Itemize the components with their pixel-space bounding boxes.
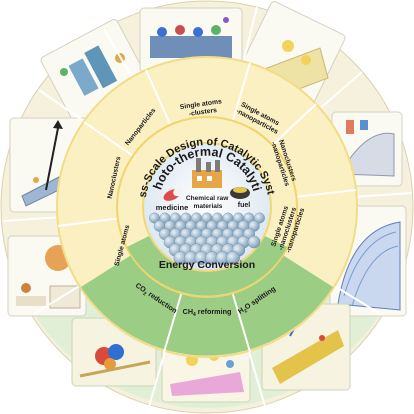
medicine-icon [163, 187, 183, 201]
h2o-subscript: 2 [243, 308, 249, 315]
tag-chemical-raw-materials: Chemical raw materials [186, 195, 230, 210]
h2o-prefix: H [236, 305, 245, 315]
ch4-subscript: 4 [193, 312, 196, 318]
co2-subscript: 2 [142, 291, 148, 298]
atom-lattice [149, 212, 265, 265]
fuel-icon [230, 187, 250, 199]
tag-chemical-line2: materials [194, 203, 223, 210]
ch4-prefix: CH [183, 307, 193, 316]
lattice-atom [226, 251, 240, 265]
label-ch4-reforming: CH4 reforming [183, 307, 232, 318]
center-illustrations [163, 158, 250, 201]
panel-single-atoms-clusters [139, 7, 243, 73]
tag-fuel: fuel [238, 202, 251, 209]
ch4-suffix: reforming [196, 307, 232, 316]
factory-icon [192, 158, 222, 188]
tag-chemical-line1: Chemical raw [186, 195, 229, 202]
energy-ring-title: Energy Conversion [159, 259, 255, 271]
lattice-atom [254, 212, 265, 224]
tag-medicine: medicine [156, 203, 189, 212]
lattice-atom [247, 235, 261, 249]
label-sac-line2: -clusters [188, 107, 217, 118]
